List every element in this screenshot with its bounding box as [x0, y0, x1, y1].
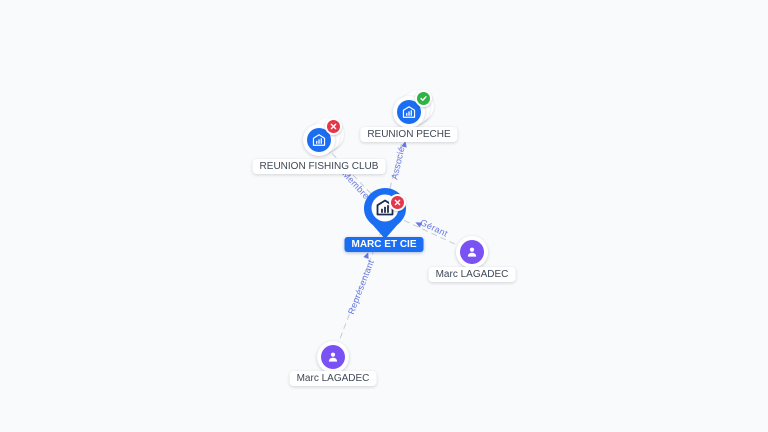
node-marc-lagadec-gerant[interactable] — [456, 236, 488, 268]
edge-arrow-representant — [363, 252, 369, 260]
status-cross-badge — [389, 194, 406, 211]
node-label-marc-lagadec-gerant[interactable]: Marc LAGADEC — [428, 267, 516, 282]
company-icon — [307, 128, 331, 152]
node-reunion-peche[interactable] — [393, 90, 434, 128]
node-label-marc-et-cie[interactable]: MARC ET CIE — [344, 237, 424, 252]
person-icon — [460, 240, 484, 264]
node-label-reunion-peche[interactable]: REUNION PECHE — [360, 127, 458, 142]
status-cross-badge — [325, 118, 342, 135]
node-label-marc-lagadec-representant[interactable]: Marc LAGADEC — [289, 371, 377, 386]
node-circle — [317, 341, 349, 373]
status-check-badge — [415, 90, 432, 107]
node-circle — [456, 236, 488, 268]
edge-arrow-associe — [401, 140, 407, 148]
node-marc-lagadec-representant[interactable] — [317, 341, 349, 373]
edge-arrow-gerant — [415, 222, 423, 228]
person-icon — [321, 345, 345, 369]
node-reunion-fishing-club[interactable] — [303, 118, 344, 156]
node-label-reunion-fishing-club[interactable]: REUNION FISHING CLUB — [252, 159, 386, 174]
node-marc-et-cie[interactable] — [363, 187, 407, 240]
